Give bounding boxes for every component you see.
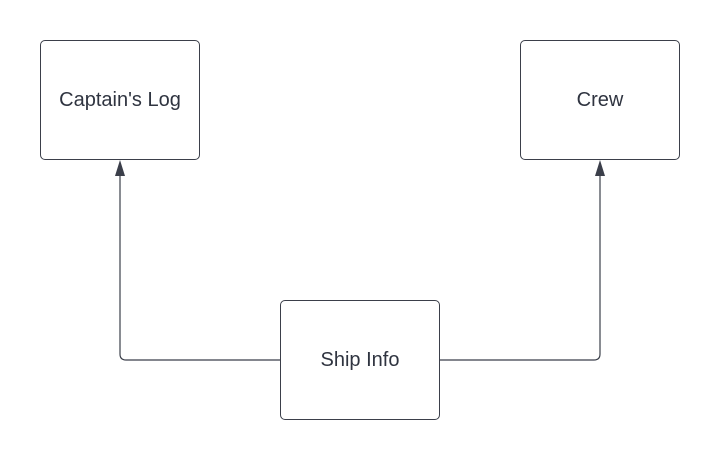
edge-ship-info-to-crew [440, 176, 601, 361]
node-ship-info[interactable]: Ship Info [280, 300, 440, 420]
node-captains-log[interactable]: Captain's Log [40, 40, 200, 160]
node-label-captains-log: Captain's Log [59, 89, 181, 111]
edge-ship-info-to-captains-log [119, 176, 280, 361]
arrowhead-crew-icon [595, 160, 605, 176]
node-label-ship-info: Ship Info [320, 349, 400, 371]
node-label-crew: Crew [576, 89, 624, 111]
arrowhead-captains-log-icon [115, 160, 125, 176]
node-crew[interactable]: Crew [520, 40, 680, 160]
